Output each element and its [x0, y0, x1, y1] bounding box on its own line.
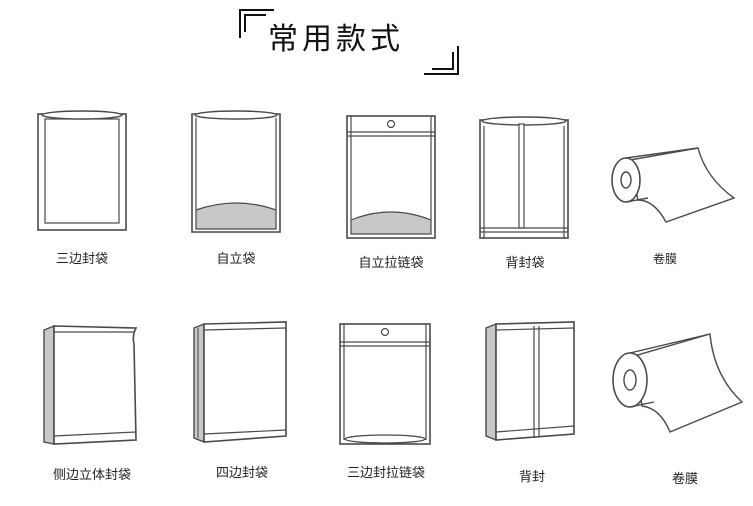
side-gusset-bag-icon	[43, 324, 138, 445]
roll-film-icon	[612, 333, 744, 433]
three-side-seal-zipper-bag-icon	[339, 323, 431, 445]
bag-style-label: 三边封拉链袋	[346, 466, 425, 481]
bag-style-label: 三边封袋	[55, 252, 108, 267]
roll-film-icon	[611, 147, 736, 223]
three-side-seal-bag-icon	[37, 110, 127, 231]
stand-up-pouch-icon	[191, 110, 281, 233]
stand-up-zipper-pouch-icon	[346, 115, 436, 239]
bag-style-label: 背封	[518, 470, 545, 485]
bag-style-label: 四边封袋	[215, 466, 268, 481]
bag-style-label: 卷膜	[671, 472, 698, 487]
bag-style-label: 侧边立体封袋	[52, 468, 131, 483]
bag-style-label: 背封袋	[505, 256, 545, 271]
title-corner-right-icon	[424, 46, 459, 75]
four-side-seal-bag-icon	[193, 321, 287, 444]
page-title: 常用款式	[268, 22, 404, 57]
bag-style-label: 自立袋	[216, 252, 256, 267]
bag-style-label: 自立拉链袋	[358, 256, 424, 271]
back-seal-bag-icon	[479, 116, 569, 239]
back-seal-icon	[485, 321, 575, 442]
bag-style-label: 卷膜	[652, 252, 677, 266]
title-corner-left-icon	[239, 9, 274, 38]
